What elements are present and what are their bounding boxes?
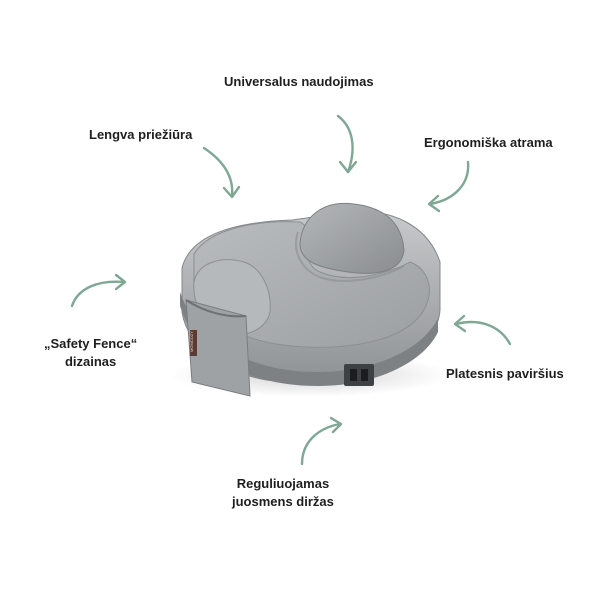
- label-universal: Universalus naudojimas: [224, 74, 374, 89]
- arrow-ergonomic: [427, 160, 470, 213]
- arrow-universal: [336, 114, 358, 174]
- back-support-cushion: [299, 202, 405, 274]
- arrow-belt: [300, 416, 343, 466]
- label-wider-surface: Platesnis paviršius: [446, 366, 564, 381]
- arrow-safety-fence: [70, 273, 127, 308]
- arrow-wider-surface: [453, 314, 512, 346]
- label-easy-care: Lengva priežiūra: [89, 127, 193, 142]
- pocket-logo-tag: [190, 330, 197, 356]
- label-safety-fence: „Safety Fence“ dizainas: [44, 336, 138, 369]
- label-belt: Reguliuojamas juosmens diržas: [232, 476, 334, 509]
- pocket-logo-text: MOMCOZY: [189, 331, 194, 352]
- arrow-easy-care: [202, 146, 241, 199]
- label-ergonomic: Ergonomiška atrama: [424, 135, 553, 150]
